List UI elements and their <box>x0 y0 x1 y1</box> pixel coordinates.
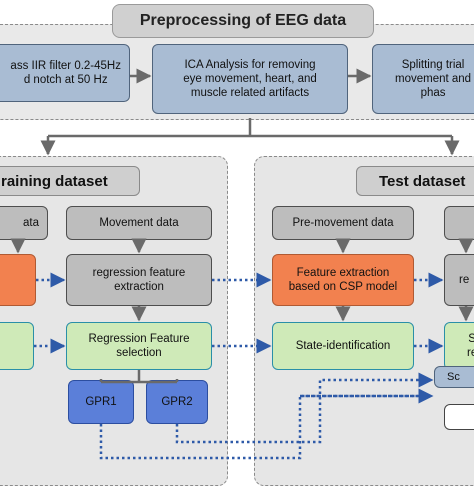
test-right-blue-box: Sc <box>434 366 474 388</box>
training-header: raining dataset <box>0 166 140 196</box>
regression-extraction-box: regression feature extraction <box>66 254 212 306</box>
split-box: Splitting trial movement and phas <box>372 44 474 114</box>
connector-layer <box>10 68 474 460</box>
dotted-gpr2-to-right <box>175 372 434 444</box>
split-connector <box>46 118 454 154</box>
filter-box: ass IIR filter 0.2-45Hz d notch at 50 Hz <box>0 44 130 102</box>
csp-box: Feature extraction based on CSP model <box>272 254 414 306</box>
training-left-green-box <box>0 322 34 370</box>
gpr2-box: GPR2 <box>146 380 208 424</box>
dotted-gpr1-to-right <box>99 394 430 460</box>
movement-data-box: Movement data <box>66 206 212 240</box>
test-header: Test dataset <box>356 166 474 196</box>
state-identification-box: State-identification <box>272 322 414 370</box>
test-right-gray-box-2: re <box>444 254 474 306</box>
ica-box: ICA Analysis for removing eye movement, … <box>152 44 348 114</box>
preprocessing-title: Preprocessing of EEG data <box>112 4 374 38</box>
test-right-white-box <box>444 404 474 430</box>
training-left-orange-box <box>0 254 36 306</box>
test-right-green-box: S re <box>444 322 474 370</box>
regression-selection-box: Regression Feature selection <box>66 322 212 370</box>
selection-to-gpr-connector <box>101 370 177 384</box>
